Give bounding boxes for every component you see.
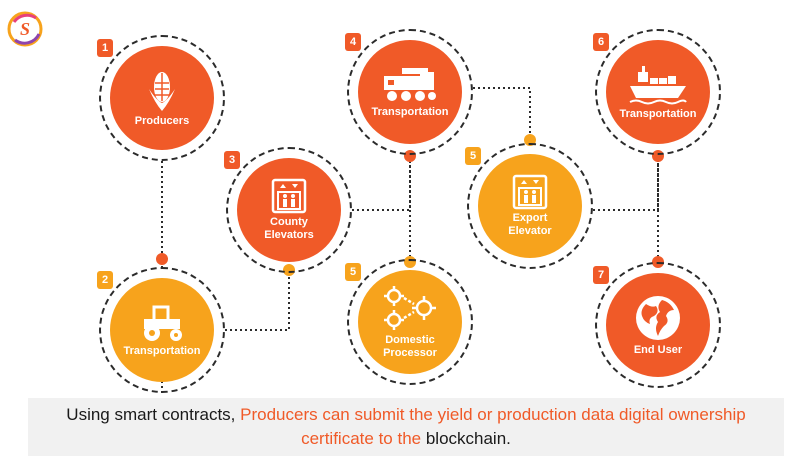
tractor-icon	[138, 303, 186, 343]
node-n5a: Domestic Processor	[358, 270, 462, 374]
step-number-badge: 5	[345, 263, 361, 281]
caption-part-3: blockchain.	[421, 429, 511, 448]
node-n5b: Export Elevator	[478, 154, 582, 258]
elevator-icon	[512, 174, 548, 210]
node-n6: Transportation	[606, 40, 710, 144]
node-label: Domestic Processor	[383, 334, 437, 359]
caption-text: Using smart contracts, Producers can sub…	[28, 403, 784, 451]
node-label: End User	[633, 343, 683, 356]
connector-dot	[156, 253, 168, 265]
node-n2: Transportation	[110, 278, 214, 382]
globe-icon	[634, 294, 682, 342]
ship-icon	[628, 64, 688, 106]
train-icon	[380, 66, 440, 104]
svg-text:S: S	[20, 19, 30, 39]
node-n3: County Elevators	[237, 158, 341, 262]
step-number-badge: 3	[224, 151, 240, 169]
node-ring-n7	[595, 262, 721, 388]
node-ring-n5b	[467, 143, 593, 269]
gears-icon	[380, 284, 440, 332]
step-number-badge: 4	[345, 33, 361, 51]
node-label: Transportation	[619, 107, 697, 120]
corn-icon	[145, 69, 179, 113]
caption-box: Using smart contracts, Producers can sub…	[28, 398, 784, 456]
elevator-icon	[271, 178, 307, 214]
connector-4-5b	[473, 87, 531, 143]
s-logo-icon: S	[7, 11, 43, 47]
node-ring-n6	[595, 29, 721, 155]
step-number-badge: 6	[593, 33, 609, 51]
node-label: County Elevators	[264, 216, 314, 241]
caption-part-2-highlight: Producers can submit the yield or produc…	[240, 405, 746, 448]
node-n4: Transportation	[358, 40, 462, 144]
step-number-badge: 5	[465, 147, 481, 165]
node-ring-n4	[347, 29, 473, 155]
node-label: Transportation	[371, 105, 449, 118]
connector-5b-6	[593, 155, 659, 211]
brand-logo: S	[6, 10, 44, 48]
node-label: Transportation	[123, 344, 201, 357]
node-n1: Producers	[110, 46, 214, 150]
step-number-badge: 2	[97, 271, 113, 289]
node-label: Producers	[134, 114, 190, 127]
node-label: Export Elevator	[508, 212, 552, 237]
step-number-badge: 7	[593, 266, 609, 284]
node-n7: End User	[606, 273, 710, 377]
node-ring-n2	[99, 267, 225, 393]
node-ring-n5a	[347, 259, 473, 385]
connector-3-4	[352, 155, 411, 211]
node-ring-n3	[226, 147, 352, 273]
step-number-badge: 1	[97, 39, 113, 57]
node-ring-n1	[99, 35, 225, 161]
caption-part-1: Using smart contracts,	[66, 405, 241, 424]
